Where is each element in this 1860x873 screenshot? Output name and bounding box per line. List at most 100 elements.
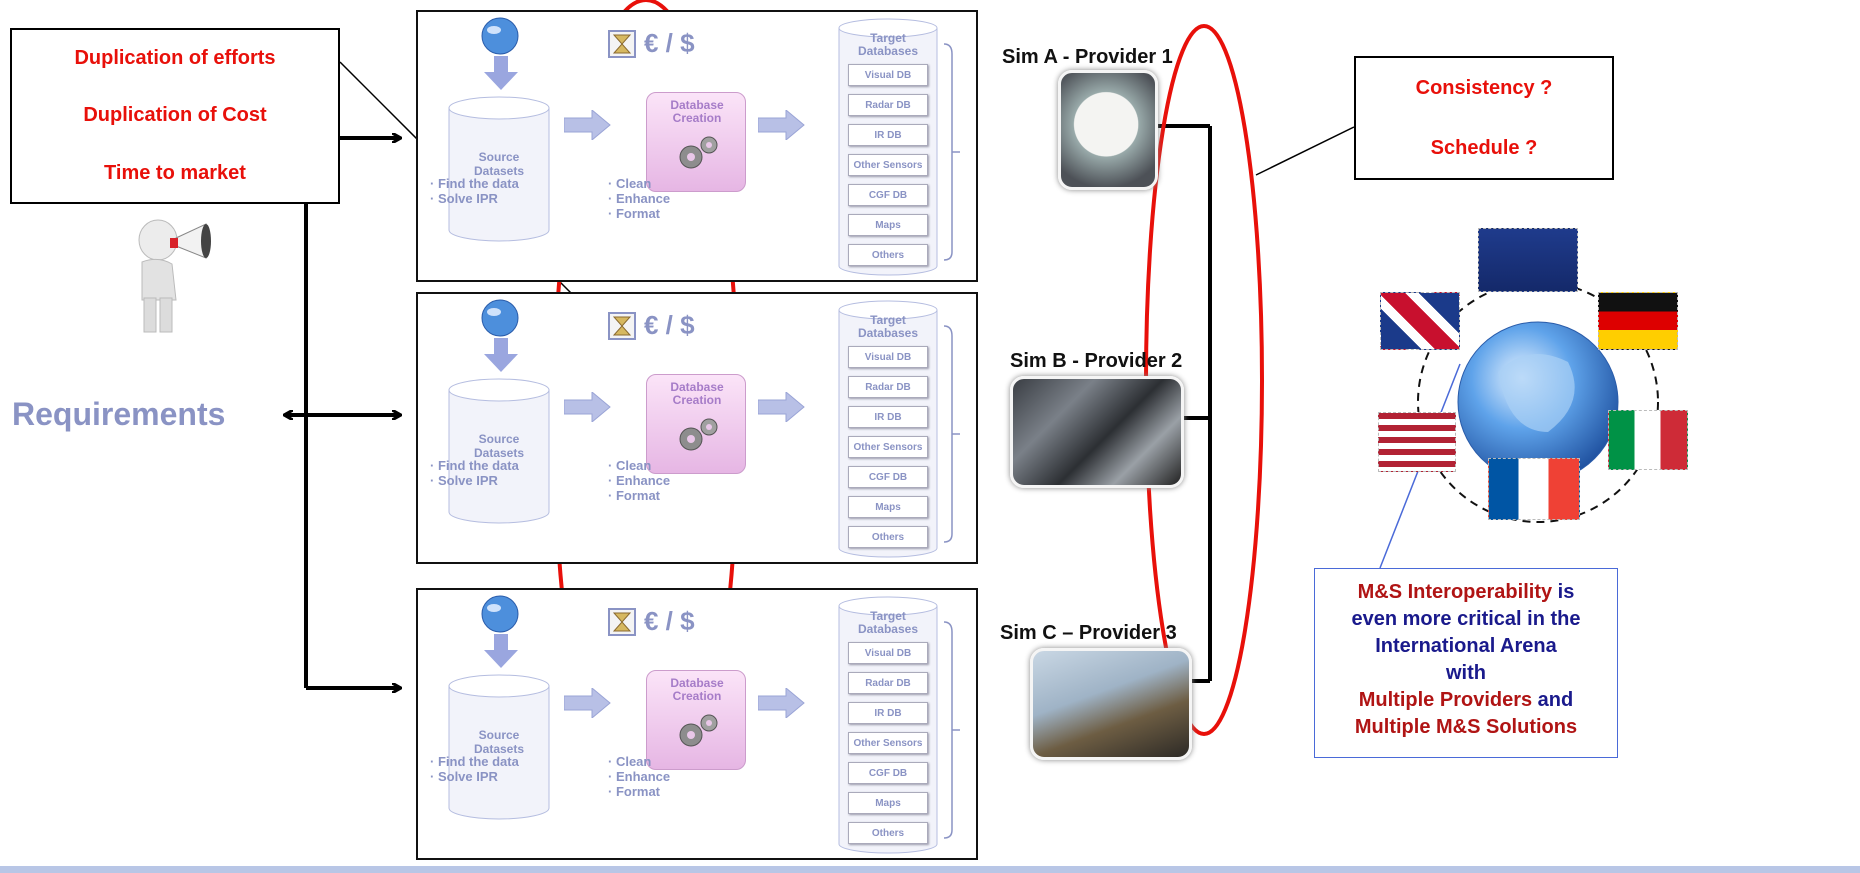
target-header: Target [870, 609, 906, 623]
pipeline-panel: Source Datasets · Find the data · Solve … [416, 588, 978, 860]
callout-line: Duplication of efforts [74, 47, 276, 70]
bullet-text: Format [615, 488, 661, 503]
interop-text: with [1446, 662, 1486, 684]
source-datasets-cylinder: Source Datasets [448, 674, 550, 820]
bullet-text: Format [615, 206, 661, 221]
source-label: Datasets [473, 164, 525, 178]
interop-text: is [1552, 581, 1575, 603]
target-db-item: Radar DB [848, 94, 928, 116]
gears-icon [679, 136, 718, 169]
flag-usa-icon [1378, 412, 1456, 472]
arrow-right-icon [758, 392, 805, 422]
target-databases-cylinder: Target Databases Visual DB Radar DB IR D… [838, 596, 938, 854]
cost-label: € / $ [644, 606, 695, 636]
sim-b-photo [1010, 376, 1184, 488]
target-header: Databases [857, 622, 919, 636]
cost-label: € / $ [644, 28, 695, 58]
target-db-item: Maps [848, 214, 928, 236]
bracket-line [943, 43, 960, 261]
target-db-item: CGF DB [848, 466, 928, 488]
hourglass-icon [608, 30, 636, 58]
right-callout: Consistency ? Schedule ? [1354, 56, 1614, 180]
requirements-bracket [285, 138, 400, 688]
target-db-item: IR DB [848, 406, 928, 428]
bullet-text: Find the data [437, 458, 519, 473]
bullet-text: Clean [615, 754, 652, 769]
bracket-line [943, 325, 960, 543]
interop-text: International Arena [1375, 635, 1557, 657]
source-datasets-cylinder: Source Datasets [448, 96, 550, 242]
target-db-item: Radar DB [848, 672, 928, 694]
interop-text: and [1532, 689, 1574, 711]
callout-line: Time to market [104, 161, 246, 184]
megaphone-figure-icon [138, 219, 211, 333]
bullet-text: Clean [615, 176, 652, 191]
hourglass-icon [608, 312, 636, 340]
globe-icon [481, 17, 519, 90]
gears-icon [679, 418, 718, 451]
bullet-text: Clean [615, 458, 652, 473]
db-creation-label: Database [670, 98, 724, 112]
target-db-item: CGF DB [848, 762, 928, 784]
target-databases-cylinder: Target Databases Visual DB Radar DB IR D… [838, 18, 938, 276]
globe-icon [481, 299, 519, 372]
database-creation-box: Database Creation [646, 374, 746, 474]
pipeline-panel: Source Datasets · Find the data · Solve … [416, 10, 978, 282]
source-label: Datasets [473, 446, 525, 460]
arrow-right-icon [564, 688, 611, 718]
source-bullets: · Find the data · Solve IPR [430, 754, 519, 784]
db-creation-label: Creation [672, 111, 722, 125]
source-label: Source [478, 432, 520, 446]
callout-pointer-right [1255, 126, 1355, 176]
sim-b-label: Sim B - Provider 2 [1010, 350, 1183, 372]
target-db-item: Maps [848, 792, 928, 814]
bullet-text: Format [615, 784, 661, 799]
db-creation-label: Creation [672, 393, 722, 407]
source-bullets: · Find the data · Solve IPR [430, 176, 519, 206]
callout-line: Duplication of Cost [83, 104, 267, 127]
cost-label: € / $ [644, 310, 695, 340]
target-db-item: IR DB [848, 124, 928, 146]
target-db-item: Visual DB [848, 64, 928, 86]
sim-c-label: Sim C – Provider 3 [1000, 622, 1177, 644]
bracket-line [943, 621, 960, 839]
interop-text: even more critical in the [1351, 608, 1581, 630]
source-label: Source [478, 150, 520, 164]
target-db-item: Visual DB [848, 642, 928, 664]
target-db-item: Others [848, 526, 928, 548]
target-header: Databases [857, 326, 919, 340]
target-databases-cylinder: Target Databases Visual DB Radar DB IR D… [838, 300, 938, 558]
target-db-item: Maps [848, 496, 928, 518]
bullet-text: Solve IPR [437, 769, 498, 784]
target-db-item: Other Sensors [848, 154, 928, 176]
arrow-right-icon [758, 110, 805, 140]
target-header: Target [870, 313, 906, 327]
flag-france-icon [1488, 458, 1580, 520]
gears-icon [679, 714, 718, 747]
db-creation-label: Database [670, 676, 724, 690]
database-creation-box: Database Creation [646, 92, 746, 192]
callout-line: Schedule ? [1430, 136, 1538, 159]
flag-nato-icon [1478, 228, 1578, 292]
interoperability-box: M&S Interoperability is even more critic… [1314, 568, 1618, 758]
target-db-item: IR DB [848, 702, 928, 724]
hourglass-icon [608, 608, 636, 636]
sim-a-label: Sim A - Provider 1 [1002, 46, 1173, 68]
bullet-text: Find the data [437, 754, 519, 769]
pipeline-panel: Source Datasets · Find the data · Solve … [416, 292, 978, 564]
arrow-right-icon [758, 688, 805, 718]
source-bullets: · Find the data · Solve IPR [430, 458, 519, 488]
target-db-item: Others [848, 822, 928, 844]
bullet-text: Enhance [615, 191, 671, 206]
target-db-item: Radar DB [848, 376, 928, 398]
callout-line: Consistency ? [1415, 76, 1553, 99]
sim-c-photo [1030, 648, 1192, 760]
target-db-item: Others [848, 244, 928, 266]
globe-icon [481, 595, 519, 668]
target-db-item: Other Sensors [848, 732, 928, 754]
bullet-text: Solve IPR [437, 473, 498, 488]
source-label: Datasets [473, 742, 525, 756]
interop-highlight: M&S Interoperability [1357, 581, 1553, 603]
interop-highlight: Multiple Providers [1358, 689, 1533, 711]
globe-flags-illustration [1417, 281, 1659, 523]
